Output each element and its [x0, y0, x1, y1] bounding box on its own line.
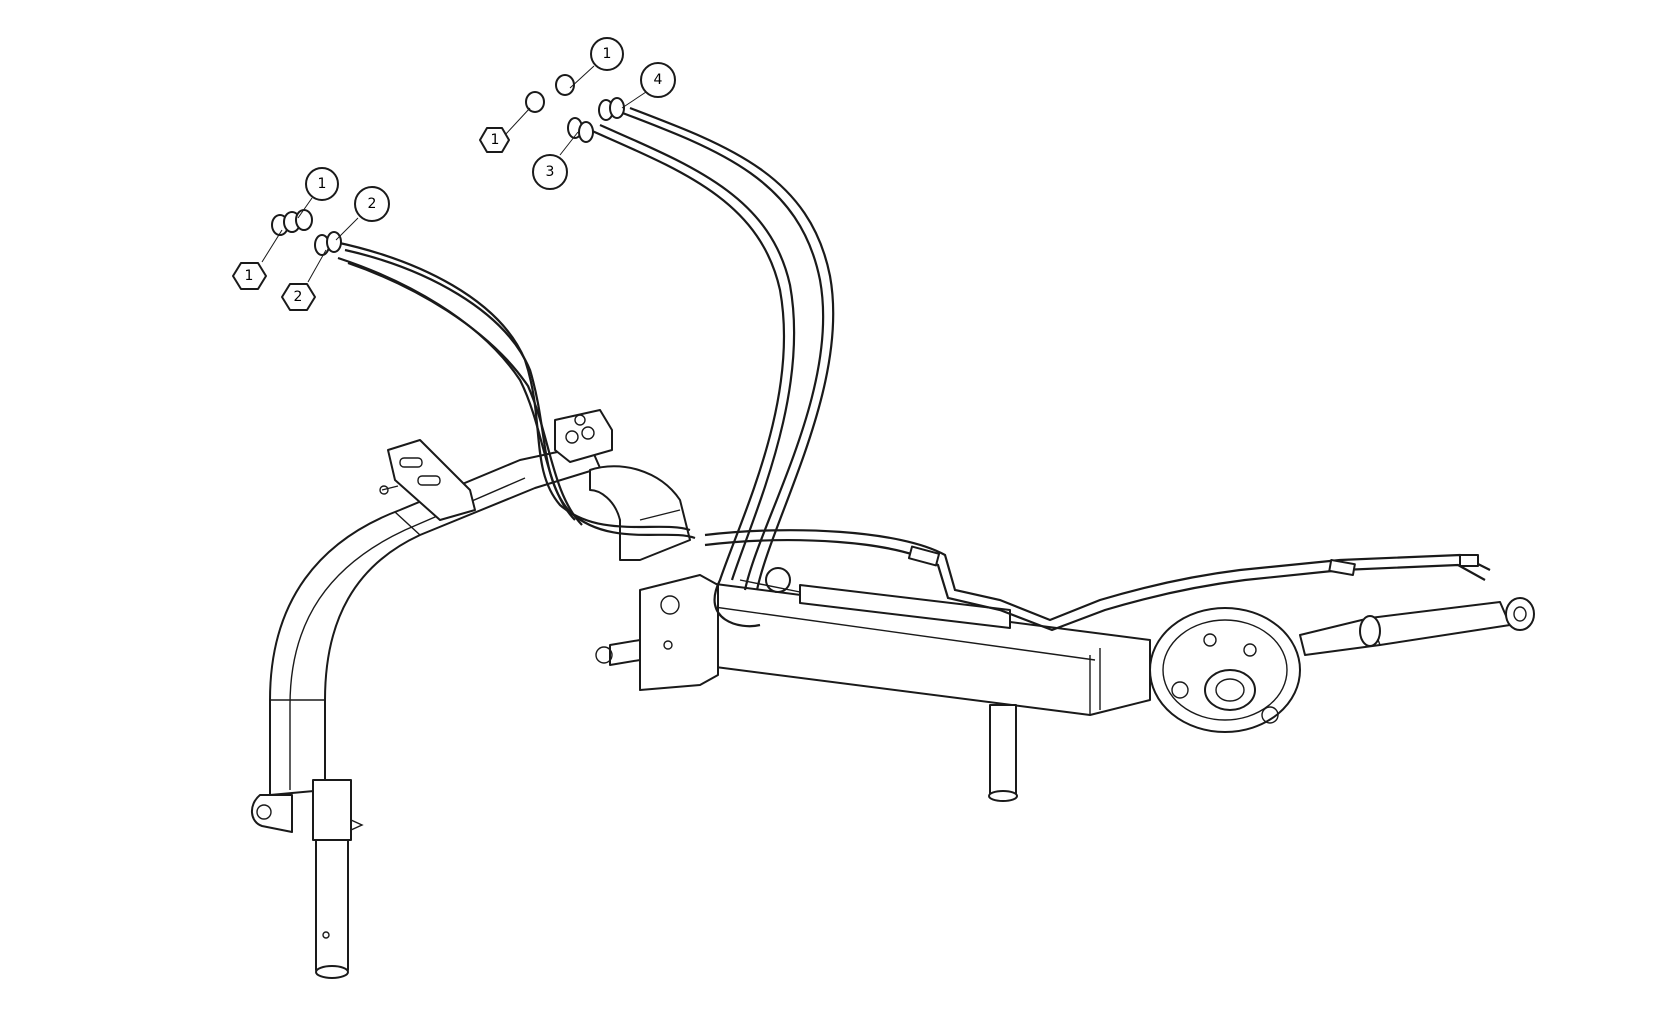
callout-label: 1	[603, 46, 612, 62]
callout-1-top: 1	[569, 37, 624, 89]
fitting-top-3	[567, 117, 594, 143]
hydraulic-cylinder-left	[739, 567, 1011, 629]
fitting-left-2	[314, 231, 342, 256]
center-jack-leg	[989, 704, 1017, 796]
frame-drawing	[251, 409, 1535, 979]
callout-1-hex-top: 1	[479, 107, 531, 153]
left-jack-sleeve	[312, 779, 352, 841]
fitting-top-4	[598, 97, 625, 121]
callout-label: 2	[294, 289, 303, 305]
callout-4: 4	[621, 62, 676, 109]
callout-3: 3	[532, 131, 579, 190]
fitting-top-1	[525, 74, 575, 113]
pivot-block	[639, 574, 719, 691]
callout-label: 1	[245, 268, 254, 284]
wheel-hub	[1149, 607, 1301, 733]
callout-label: 4	[654, 72, 663, 88]
mounting-plate-left	[387, 439, 476, 521]
hose-lines	[334, 106, 1491, 632]
hydraulic-cylinder-right	[1299, 597, 1535, 656]
fittings	[271, 74, 625, 256]
callout-2-hex: 2	[281, 249, 327, 311]
callout-label: 2	[368, 196, 377, 212]
callout-2-circle: 2	[335, 186, 390, 241]
callout-1-hex-left: 1	[232, 229, 283, 290]
callout-1-left: 1	[297, 167, 339, 219]
callout-label: 3	[546, 164, 555, 180]
left-jack-leg	[315, 839, 349, 971]
pivot-housing	[589, 465, 691, 561]
callout-label: 1	[491, 132, 500, 148]
callouts: 1 4 1 3 1 2	[232, 37, 676, 311]
callout-label: 1	[318, 176, 327, 192]
fitting-left-1	[271, 209, 313, 236]
left-mount-bracket	[251, 794, 293, 833]
